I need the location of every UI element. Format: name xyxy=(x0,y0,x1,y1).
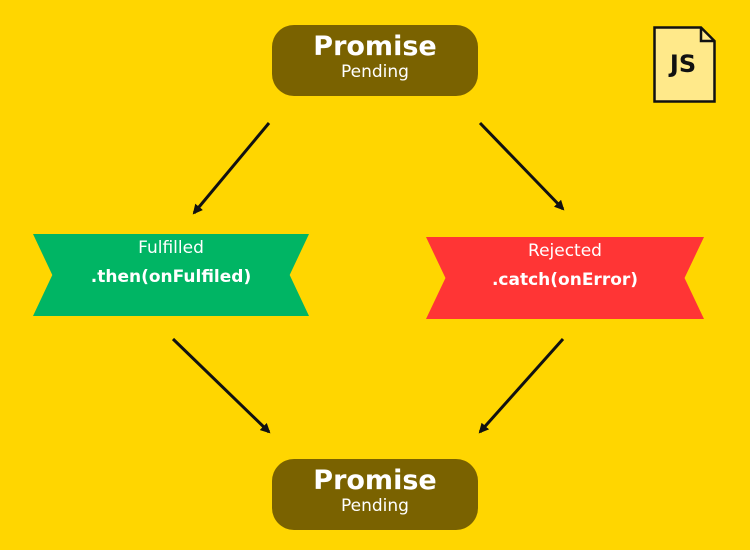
promise-title: Promise xyxy=(313,465,437,496)
rejected-label: Rejected xyxy=(528,241,602,261)
promise-title: Promise xyxy=(313,31,437,62)
arrow-pending-to-fulfilled xyxy=(192,122,271,215)
rejected-method: .catch(onError) xyxy=(491,270,639,290)
promise-state: Pending xyxy=(341,496,409,516)
arrow-fulfilled-to-promise xyxy=(171,337,271,434)
promise-pending-node-bottom: Promise Pending xyxy=(272,459,478,530)
fulfilled-banner: Fulfilled .then(onFulfiled) xyxy=(33,234,309,316)
promise-state: Pending xyxy=(341,62,409,82)
fulfilled-label: Fulfilled xyxy=(138,238,204,258)
promise-pending-node-top: Promise Pending xyxy=(272,25,478,96)
js-file-icon xyxy=(653,26,716,103)
rejected-banner: Rejected .catch(onError) xyxy=(426,237,704,319)
js-badge-label: JS xyxy=(669,50,697,78)
fulfilled-method: .then(onFulfiled) xyxy=(90,267,252,287)
arrow-pending-to-rejected xyxy=(478,121,565,211)
arrow-rejected-to-promise xyxy=(478,338,565,434)
